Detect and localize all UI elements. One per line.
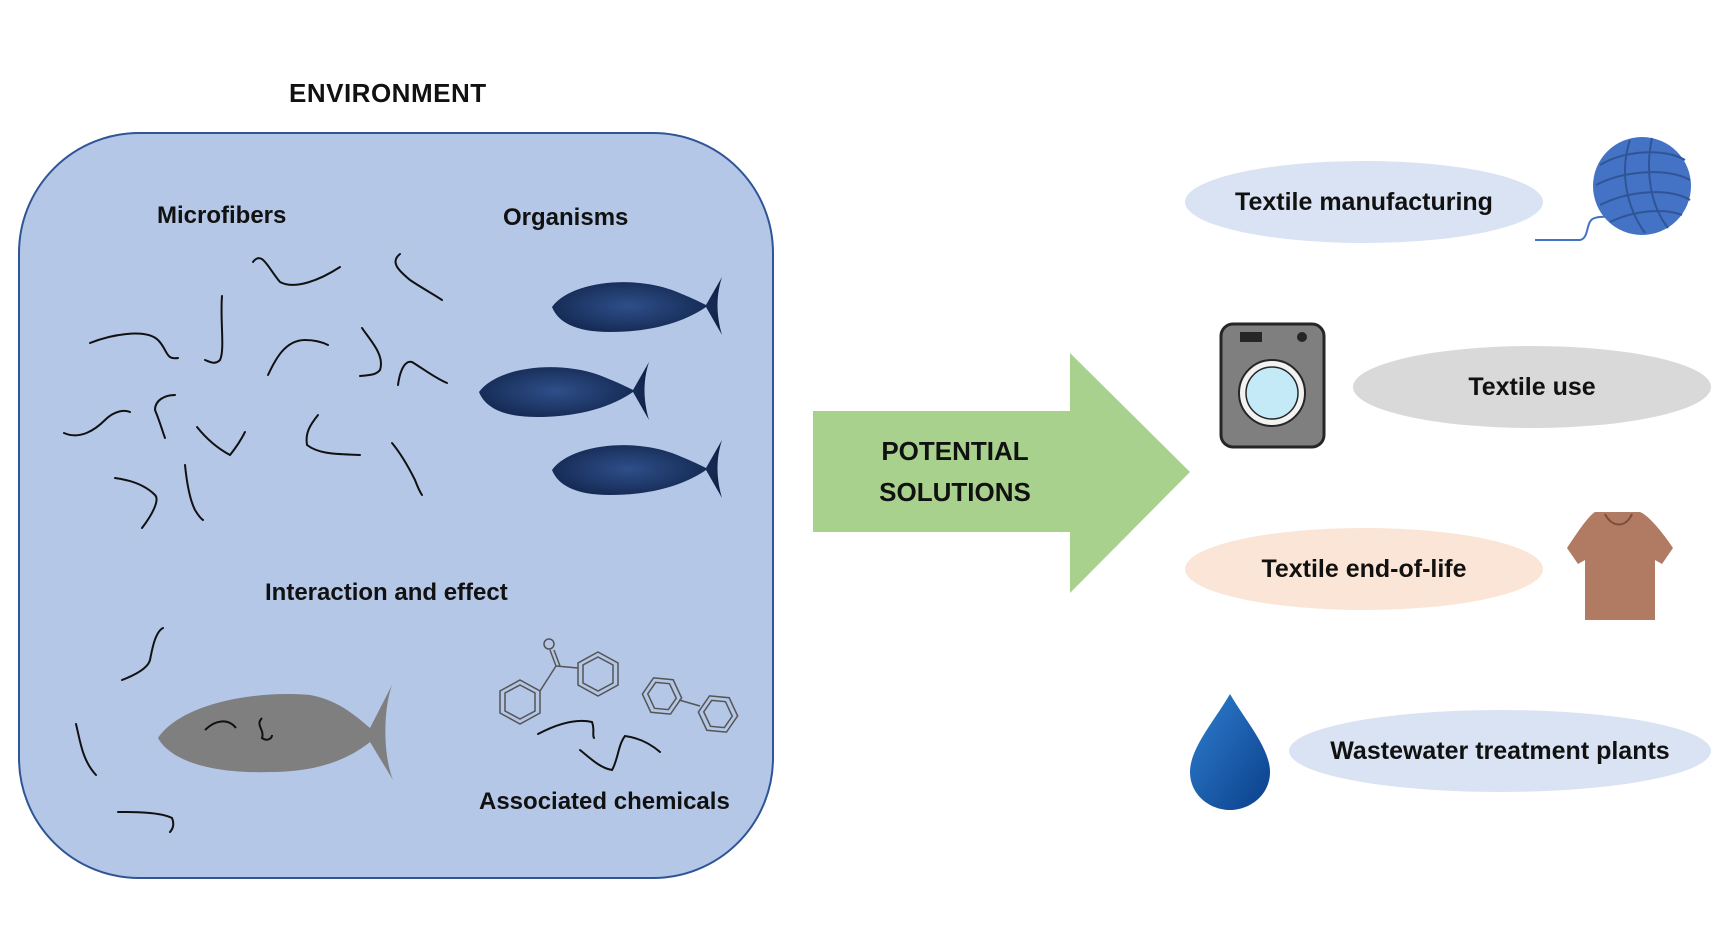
solution-textile-manufacturing: Textile manufacturing	[1185, 161, 1543, 243]
affected-fish	[158, 685, 393, 780]
solution-textile-end-of-life: Textile end-of-life	[1185, 528, 1543, 610]
arrow-label: POTENTIAL SOLUTIONS	[860, 431, 1050, 513]
solution-label: Textile use	[1468, 372, 1596, 401]
organisms-label: Organisms	[503, 204, 629, 231]
water-drop-icon	[1190, 694, 1270, 810]
interaction-fibers	[75, 627, 661, 833]
microfibers-label: Microfibers	[157, 202, 287, 229]
environment-title: ENVIRONMENT	[289, 78, 487, 108]
chemical-benzophenone-icon	[499, 638, 619, 725]
solution-label: Textile manufacturing	[1235, 187, 1493, 216]
solution-textile-use: Textile use	[1353, 346, 1711, 428]
microfibers-cluster	[63, 253, 448, 529]
chemical-biphenyl-icon	[641, 677, 739, 733]
interaction-label: Interaction and effect	[265, 579, 508, 606]
solution-label: Textile end-of-life	[1261, 554, 1467, 583]
organism-fish-2	[479, 362, 649, 420]
chemicals-label: Associated chemicals	[479, 788, 730, 815]
organism-fish-1	[552, 277, 722, 335]
t-shirt-icon	[1567, 512, 1673, 620]
arrow-label-line-1: POTENTIAL	[881, 436, 1029, 466]
solution-label: Wastewater treatment plants	[1330, 736, 1670, 765]
washing-machine-icon	[1219, 322, 1326, 449]
potential-solutions-arrow	[813, 353, 1190, 593]
organism-fish-3	[552, 440, 722, 498]
yarn-ball-icon	[1535, 137, 1691, 241]
solution-wastewater-treatment-plants: Wastewater treatment plants	[1289, 710, 1711, 792]
arrow-label-line-2: SOLUTIONS	[879, 477, 1031, 507]
environment-box	[18, 132, 774, 879]
